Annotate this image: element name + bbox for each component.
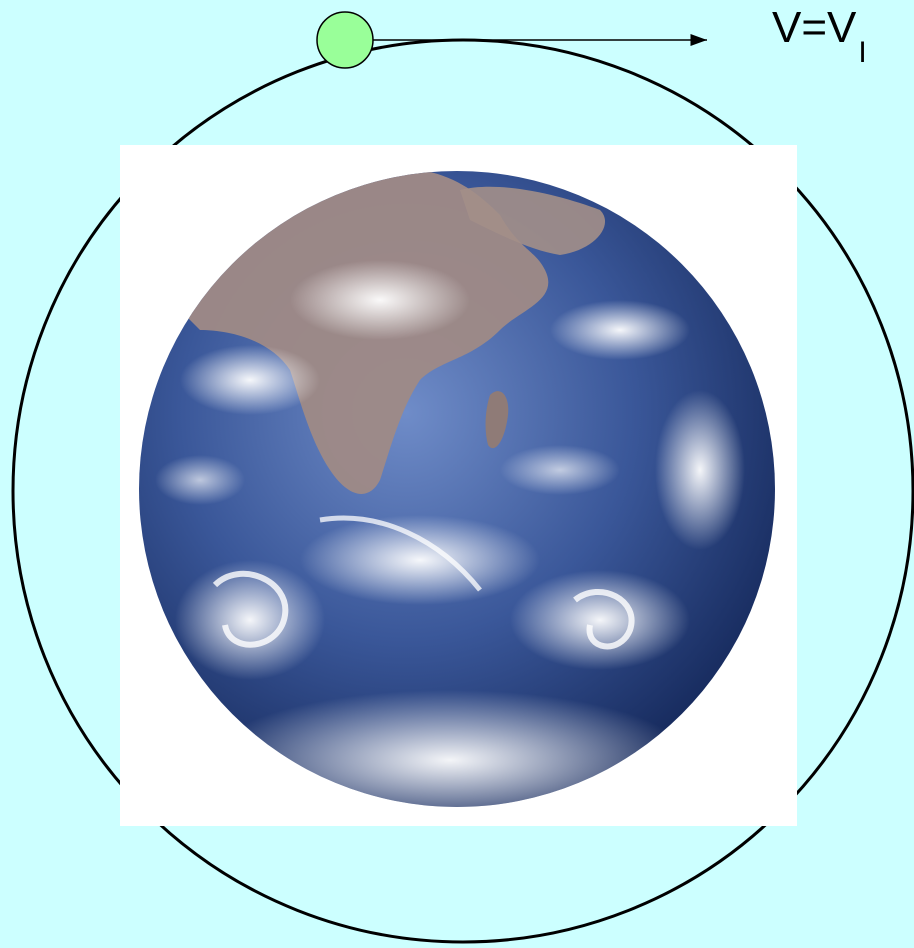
earth-cloud xyxy=(510,570,690,670)
earth-cloud xyxy=(655,390,745,550)
velocity-label: V=VI xyxy=(772,6,867,68)
velocity-label-main: V=V xyxy=(772,3,856,52)
earth-cloud xyxy=(550,300,690,360)
satellite-circle-icon xyxy=(317,12,373,68)
velocity-label-subscript: I xyxy=(858,36,866,69)
earth-cloud xyxy=(175,560,325,680)
earth-cloud xyxy=(155,455,245,505)
earth-cloud xyxy=(180,345,320,415)
earth-cloud xyxy=(290,260,470,340)
earth-cloud xyxy=(300,515,540,605)
earth-cloud xyxy=(500,445,620,495)
